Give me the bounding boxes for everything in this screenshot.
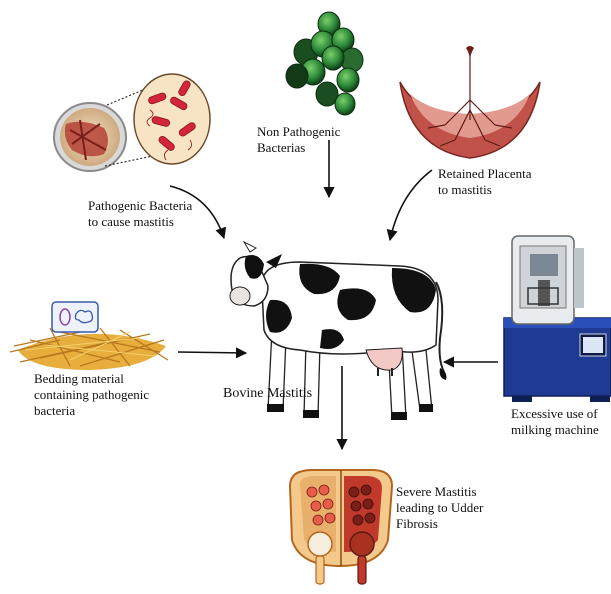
placenta-icon: [400, 46, 540, 158]
udder-cross-section-icon: [290, 470, 392, 584]
label-line: to mastitis: [438, 182, 532, 198]
label-line: Excessive use of: [511, 406, 599, 422]
label-severe-mastitis: Severe Mastitis leading to Udder Fibrosi…: [396, 484, 483, 532]
straw-bedding-icon: [10, 302, 168, 370]
label-line: milking machine: [511, 422, 599, 438]
label-line: containing pathogenic: [34, 387, 149, 403]
label-line: leading to Udder: [396, 500, 483, 516]
arrow-bedding-to-cow: [178, 352, 246, 353]
label-bovine-mastitis: Bovine Mastitis: [223, 386, 312, 402]
green-cocci-cluster-icon: [286, 12, 363, 115]
label-line: Severe Mastitis: [396, 484, 483, 500]
label-milking-machine: Excessive use of milking machine: [511, 406, 599, 438]
label-line: Bacterias: [257, 140, 340, 156]
label-line: Bovine Mastitis: [223, 386, 312, 402]
label-pathogenic-bacteria: Pathogenic Bacteria to cause mastitis: [88, 198, 192, 230]
label-bedding-material: Bedding material containing pathogenic b…: [34, 371, 149, 419]
label-line: Pathogenic Bacteria: [88, 198, 192, 214]
label-non-pathogenic: Non Pathogenic Bacterias: [257, 124, 340, 156]
label-retained-placenta: Retained Placenta to mastitis: [438, 166, 532, 198]
label-line: Fibrosis: [396, 516, 483, 532]
label-line: Non Pathogenic: [257, 124, 340, 140]
label-line: Bedding material: [34, 371, 149, 387]
arrow-placenta-to-cow: [390, 170, 432, 240]
label-line: to cause mastitis: [88, 214, 192, 230]
label-line: Retained Placenta: [438, 166, 532, 182]
milking-machine-icon: [504, 236, 611, 402]
bacteria-petri-dish-icon: [54, 74, 210, 171]
label-line: bacteria: [34, 403, 149, 419]
